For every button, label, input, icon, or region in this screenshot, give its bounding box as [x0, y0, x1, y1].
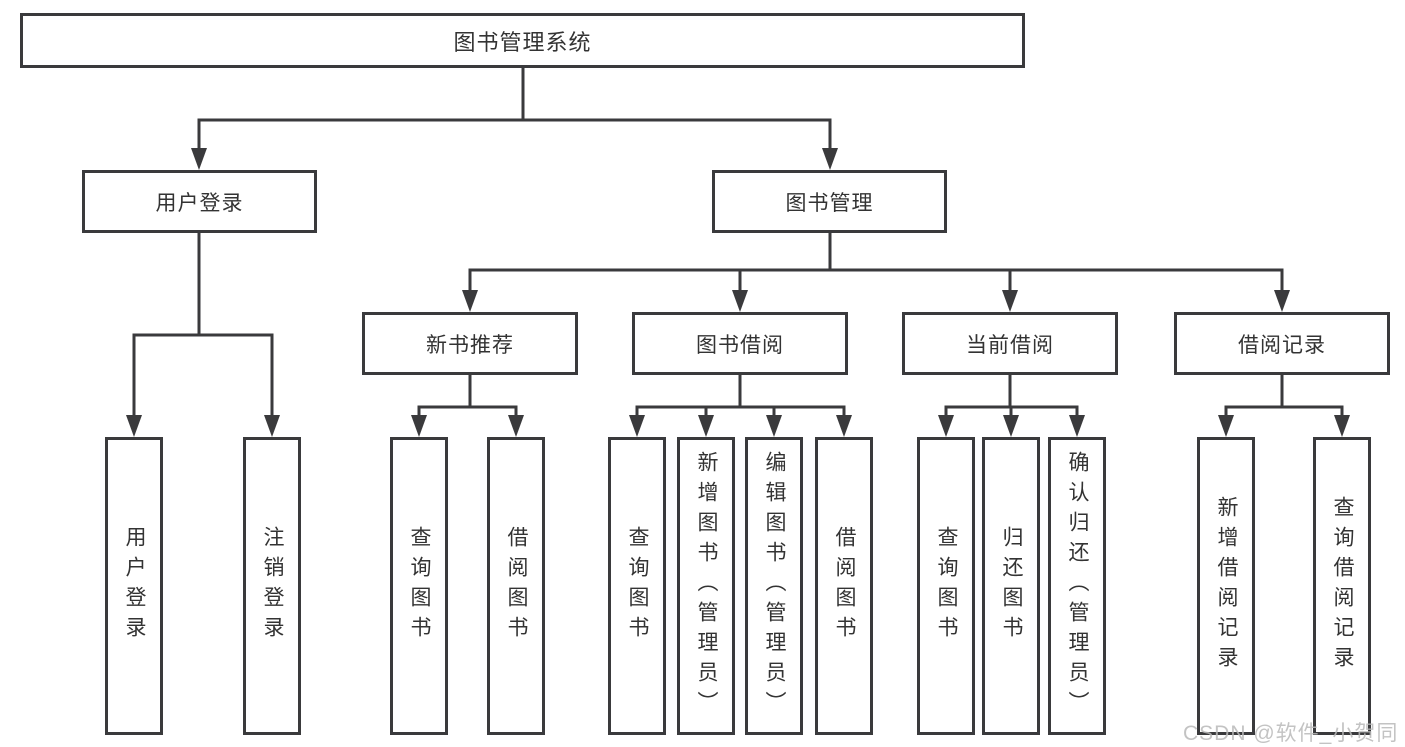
leaf-add-borrow-record: 新增借阅记录 — [1197, 437, 1255, 735]
leaf-query-borrow-record: 查询借阅记录 — [1313, 437, 1371, 735]
node-borrowing-records: 借阅记录 — [1174, 312, 1390, 375]
leaf-confirm-return-admin: 确认归还（管理员） — [1048, 437, 1106, 735]
leaf-return-books: 归还图书 — [982, 437, 1040, 735]
leaf-add-books-admin: 新增图书（管理员） — [677, 437, 735, 735]
leaf-borrow-books-recommend: 借阅图书 — [487, 437, 545, 735]
node-user-login: 用户登录 — [82, 170, 317, 233]
node-current-borrowing: 当前借阅 — [902, 312, 1118, 375]
watermark: CSDN @软件_小贺同学 — [1183, 722, 1399, 745]
leaf-query-books-borrowing: 查询图书 — [608, 437, 666, 735]
leaf-query-books-recommend: 查询图书 — [390, 437, 448, 735]
leaf-query-books-current: 查询图书 — [917, 437, 975, 735]
leaf-user-login: 用户登录 — [105, 437, 163, 735]
node-book-management: 图书管理 — [712, 170, 947, 233]
node-new-book-recommend: 新书推荐 — [362, 312, 578, 375]
node-book-borrowing: 图书借阅 — [632, 312, 848, 375]
leaf-borrow-books-borrowing: 借阅图书 — [815, 437, 873, 735]
leaf-edit-books-admin: 编辑图书（管理员） — [745, 437, 803, 735]
leaf-logout: 注销登录 — [243, 437, 301, 735]
node-root: 图书管理系统 — [20, 13, 1025, 68]
